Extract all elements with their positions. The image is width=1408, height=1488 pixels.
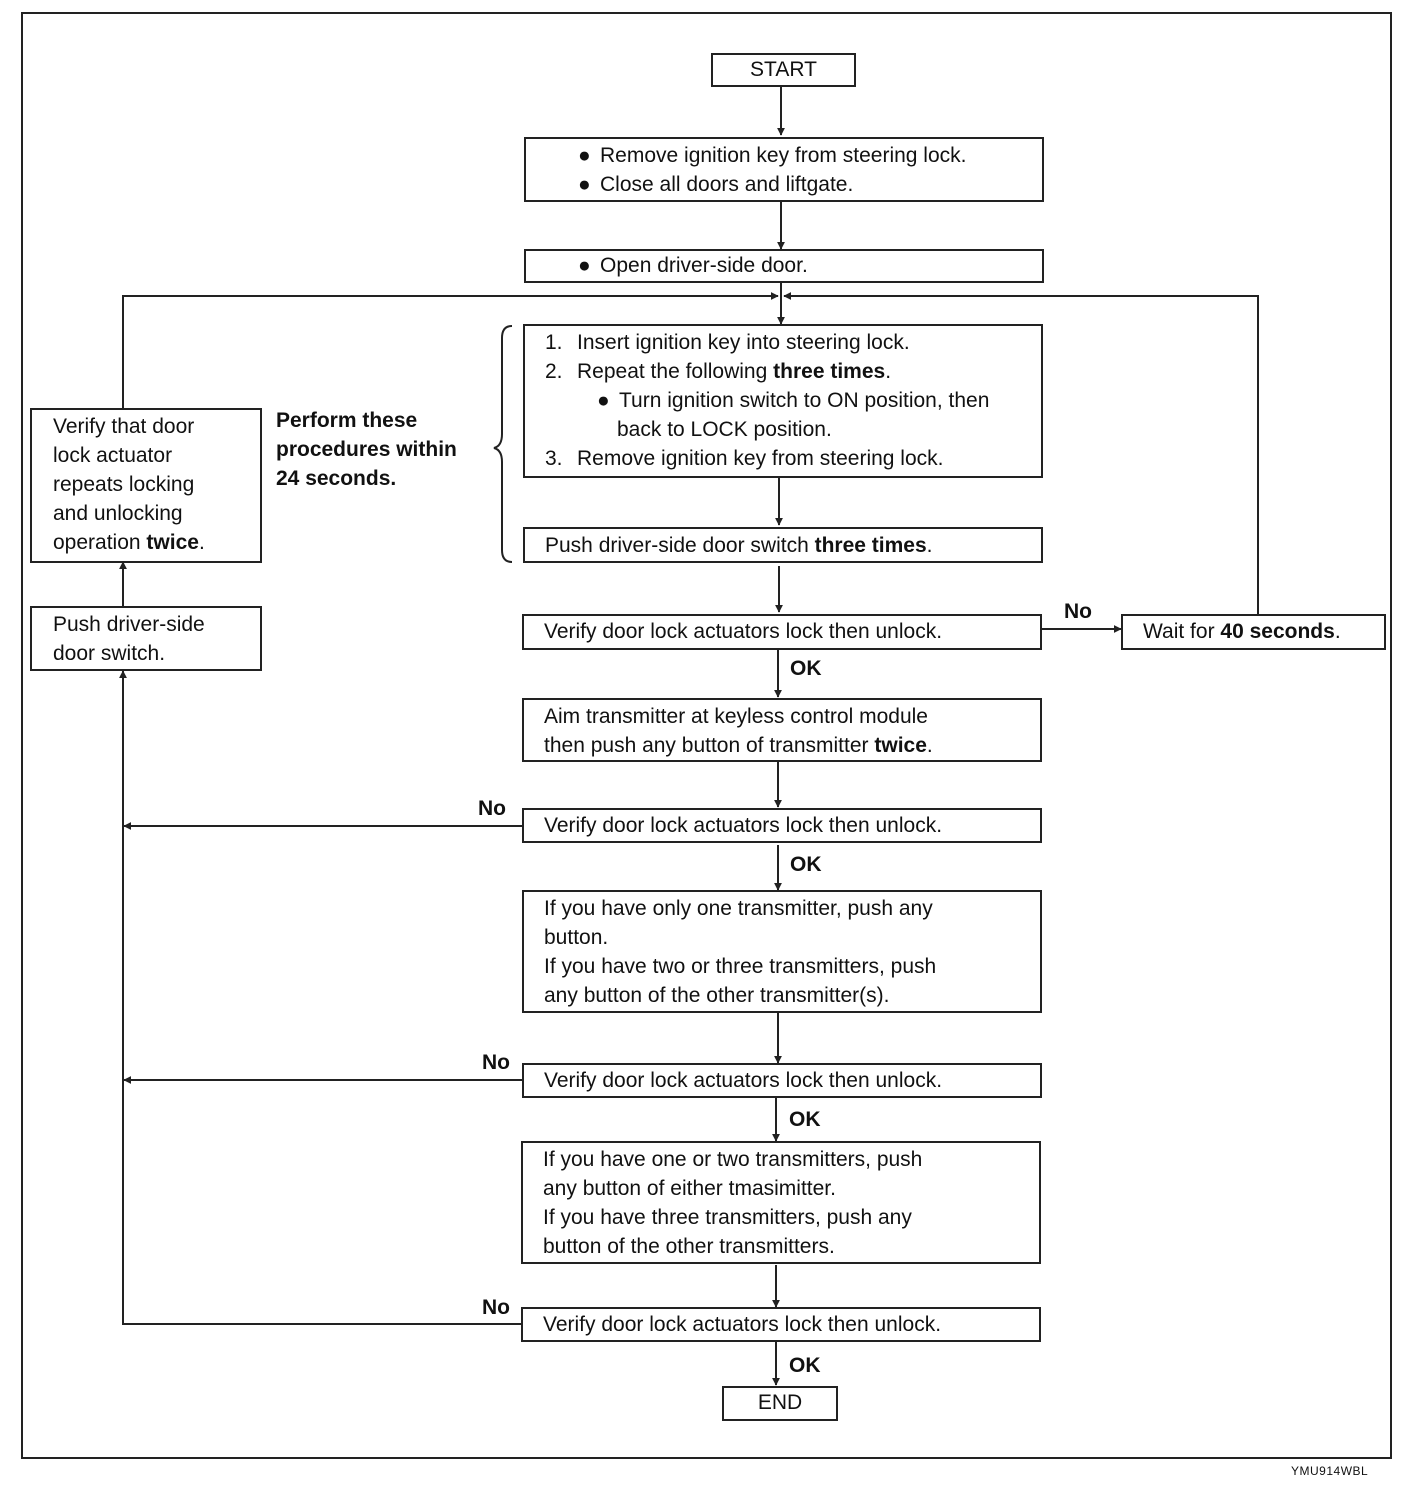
label-no-verify-4: No	[482, 1296, 510, 1319]
label-ok-verify-4: OK	[789, 1354, 821, 1377]
note-line-3: 24 seconds.	[276, 467, 397, 490]
label-ok-verify-3: OK	[789, 1108, 821, 1131]
step-push-driver-switch: Push driver-side door switch.	[30, 606, 262, 671]
label-no-verify-3: No	[482, 1051, 510, 1074]
step-either-transmitter: If you have one or two transmitters, pus…	[521, 1141, 1041, 1264]
step8-line-2: button.	[544, 926, 609, 949]
step-verify-repeats-twice: Verify that door lock actuator repeats l…	[30, 408, 262, 563]
push-switch-line-2: door switch.	[53, 642, 166, 665]
wait-line: Wait for 40 seconds.	[1143, 620, 1341, 643]
step4-line: Push driver-side door switch three times…	[545, 534, 933, 557]
step2-line: ●Open driver-side door.	[546, 251, 1026, 280]
step1-line-2: ●Close all doors and liftgate.	[546, 170, 1026, 199]
label-ok-verify-2: OK	[790, 853, 822, 876]
step10-line-1: If you have one or two transmitters, pus…	[543, 1148, 923, 1171]
verify-repeat-line-1: Verify that door	[53, 415, 195, 438]
arrow-verify4-no-to-push-switch	[119, 670, 523, 1325]
step8-line-4: any button of the other transmitter(s).	[544, 984, 890, 1007]
bullet-icon: ●	[597, 389, 610, 412]
end-terminal: END	[722, 1386, 838, 1421]
step1-line-1: ●Remove ignition key from steering lock.	[546, 141, 1026, 170]
decision-verify-4: Verify door lock actuators lock then unl…	[521, 1307, 1041, 1342]
arrow-verify-repeat-loop-back	[122, 292, 779, 408]
note-line-1: Perform these	[276, 409, 418, 432]
step3-item-1: 1.Insert ignition key into steering lock…	[545, 331, 910, 354]
step-push-switch-three-times: Push driver-side door switch three times…	[523, 527, 1043, 563]
bullet-icon: ●	[578, 173, 591, 196]
verify-repeat-line-4: and unlocking	[53, 502, 183, 525]
verify-1-text: Verify door lock actuators lock then unl…	[544, 620, 943, 643]
note-line-2: procedures within	[276, 438, 457, 461]
verify-repeat-line-2: lock actuator	[53, 444, 173, 467]
brace-24-seconds	[493, 325, 513, 563]
diagram-frame	[21, 12, 1392, 1459]
step-aim-transmitter: Aim transmitter at keyless control modul…	[522, 698, 1042, 762]
step3-item-2: 2.Repeat the following three times.	[545, 360, 892, 383]
decision-verify-2: Verify door lock actuators lock then unl…	[522, 808, 1042, 843]
step3-sub-line-2: back to LOCK position.	[617, 418, 832, 441]
verify-repeat-line-5: operation twice.	[53, 531, 205, 554]
step3-sub-line-1: ●Turn ignition switch to ON position, th…	[545, 386, 1025, 415]
step6-line-2: then push any button of transmitter twic…	[544, 734, 933, 757]
timing-note: Perform these procedures within 24 secon…	[276, 406, 457, 493]
verify-3-text: Verify door lock actuators lock then unl…	[544, 1069, 943, 1092]
verify-2-text: Verify door lock actuators lock then unl…	[544, 814, 943, 837]
label-no-verify-2: No	[478, 797, 506, 820]
step-other-transmitter: If you have only one transmitter, push a…	[522, 890, 1042, 1013]
step8-line-3: If you have two or three transmitters, p…	[544, 955, 937, 978]
decision-verify-3: Verify door lock actuators lock then unl…	[522, 1063, 1042, 1098]
step-remove-key-close-doors: ●Remove ignition key from steering lock.…	[524, 137, 1044, 202]
verify-repeat-line-3: repeats locking	[53, 473, 195, 496]
step8-line-1: If you have only one transmitter, push a…	[544, 897, 933, 920]
arrow-wait-loop-back	[783, 292, 1259, 614]
step-open-driver-door: ●Open driver-side door.	[524, 249, 1044, 283]
bullet-icon: ●	[578, 144, 591, 167]
step-wait-40-seconds: Wait for 40 seconds.	[1121, 614, 1386, 650]
label-no-verify-1: No	[1064, 600, 1092, 623]
step6-line-1: Aim transmitter at keyless control modul…	[544, 705, 928, 728]
step10-line-2: any button of either tmasimitter.	[543, 1177, 836, 1200]
step-ignition-sequence: 1.Insert ignition key into steering lock…	[523, 324, 1043, 478]
verify-4-text: Verify door lock actuators lock then unl…	[543, 1313, 942, 1336]
step10-line-3: If you have three transmitters, push any	[543, 1206, 912, 1229]
bullet-icon: ●	[578, 254, 591, 277]
figure-reference-code: YMU914WBL	[1291, 1464, 1369, 1478]
decision-verify-1: Verify door lock actuators lock then unl…	[522, 614, 1042, 650]
start-terminal: START	[711, 53, 856, 87]
step3-item-3: 3.Remove ignition key from steering lock…	[545, 447, 944, 470]
push-switch-line-1: Push driver-side	[53, 613, 205, 636]
step10-line-4: button of the other transmitters.	[543, 1235, 835, 1258]
label-ok-verify-1: OK	[790, 657, 822, 680]
